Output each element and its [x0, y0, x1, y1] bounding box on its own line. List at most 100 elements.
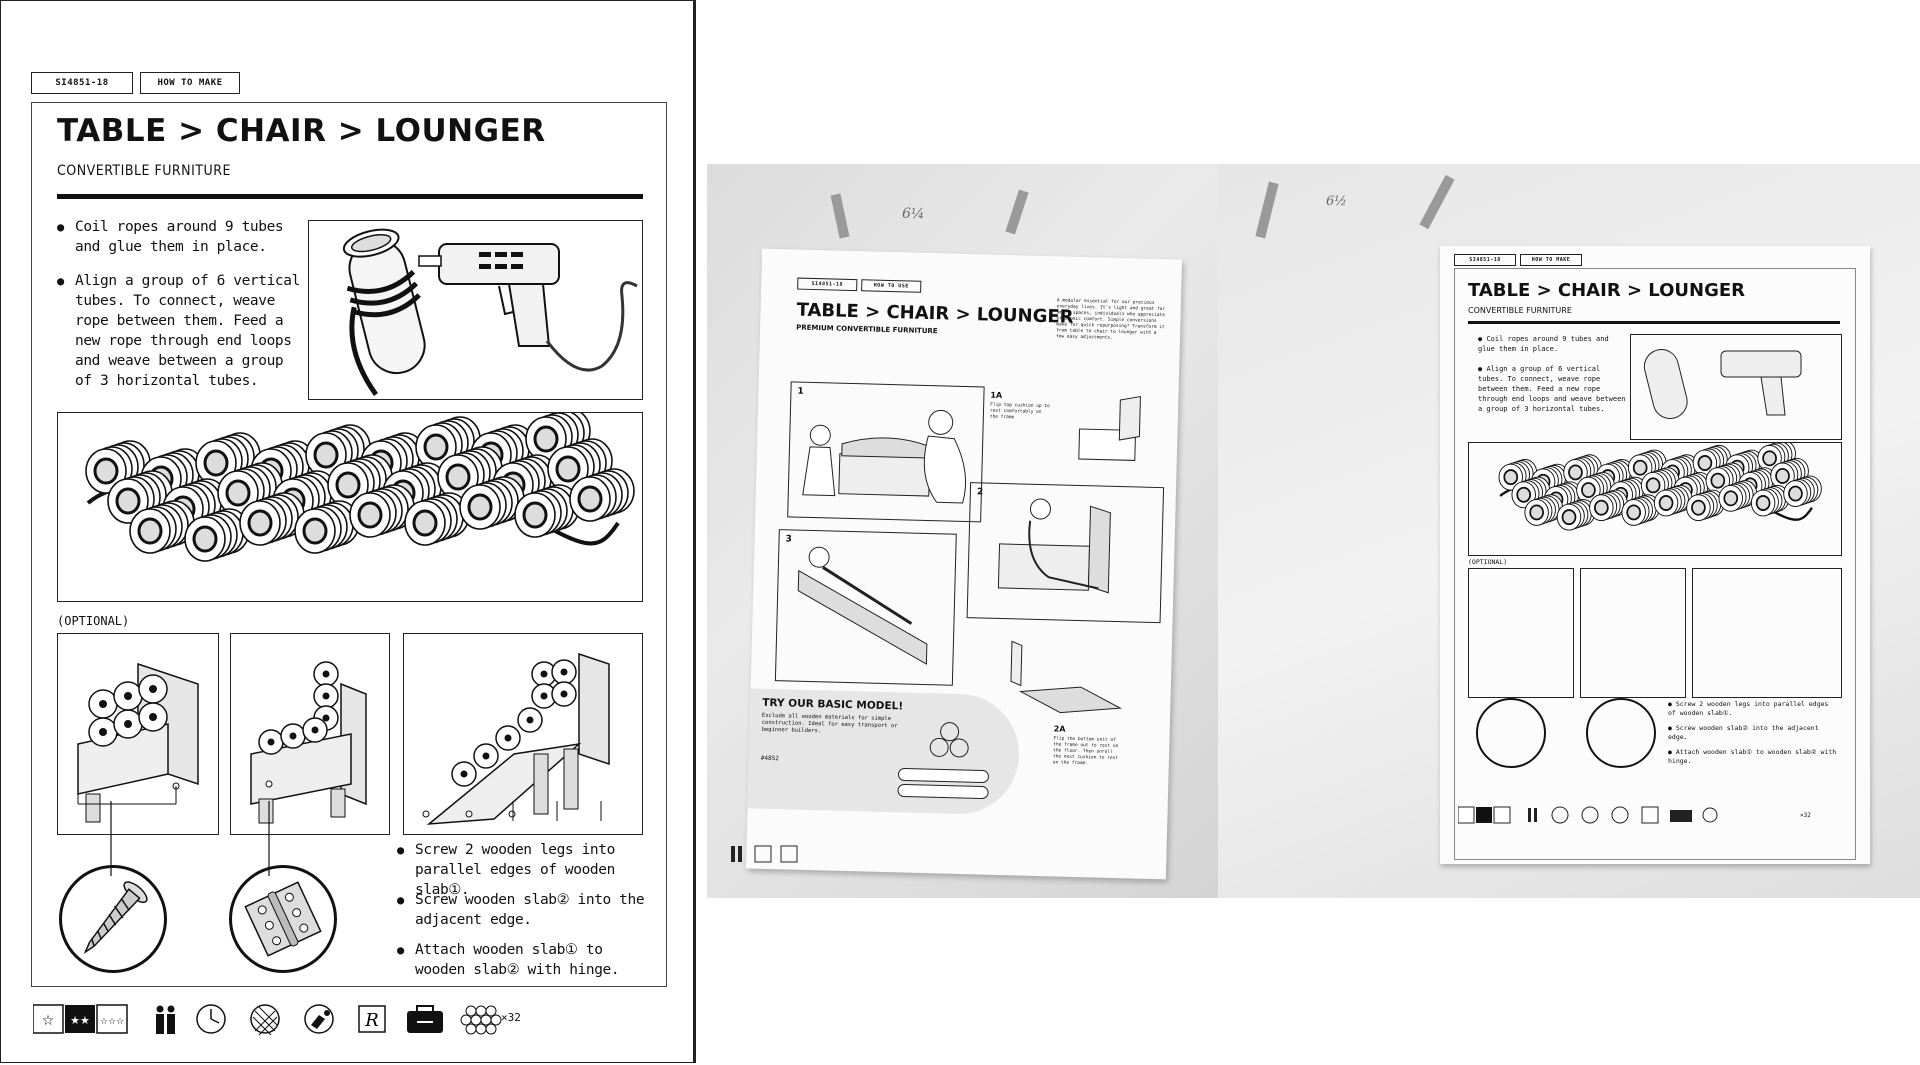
poster2-quantity-label: ×32: [1800, 812, 1811, 819]
promo-code: #4852: [760, 754, 779, 763]
step-2a: 2A Flip the bottom unit of the frame out…: [988, 631, 1152, 785]
connector-lines: [110, 801, 270, 876]
poster2-tubes-illustration: [1468, 440, 1842, 556]
poster2-hardware-step-1: ● Screw 2 wooden legs into parallel edge…: [1668, 700, 1829, 717]
instruction-sheet: SI4851-18 HOW TO MAKE TABLE > CHAIR > LO…: [0, 0, 696, 1063]
chair-drawing-2: [250, 661, 367, 824]
icon-strip: ☆ ★★ ☆☆☆ R: [33, 1001, 673, 1037]
poster2-chair-panel-2: [1580, 568, 1686, 698]
chair-panel-1: [57, 633, 219, 835]
poster-code-tag: SI4851-18: [797, 277, 858, 292]
instruction-1: Coil ropes around 9 tubes and glue them …: [57, 217, 305, 257]
poster2-chair-panel-3: [1692, 568, 1842, 698]
chair-panel-2: [230, 633, 390, 835]
poster2-hardware-step-2: ● Screw wooden slab② into the adjacent e…: [1668, 724, 1819, 741]
step-1-drawing: [802, 409, 967, 504]
photo-right: SI4851-18 HOW TO MAKE TABLE > CHAIR > LO…: [1218, 164, 1920, 898]
lounger-drawing: [422, 652, 610, 825]
promo-title: TRY OUR BASIC MODEL!: [762, 696, 904, 713]
poster2-chair-panel-1: [1468, 568, 1574, 698]
screw-icon: [83, 881, 148, 954]
handwritten-size-left: 6¼: [902, 206, 925, 222]
step-1a-text: Flip top cushion up to rest comfortably …: [989, 402, 1050, 421]
poster2-title: TABLE > CHAIR > LOUNGER: [1468, 280, 1746, 301]
poster-footer-icons: [731, 845, 798, 863]
svg-text:☆☆☆: ☆☆☆: [100, 1017, 124, 1027]
poster-how-to-make: SI4851-18 HOW TO MAKE TABLE > CHAIR > LO…: [1440, 246, 1870, 864]
tools-icon: [304, 1004, 334, 1034]
poster-how-to-use: SI4851-18 HOW TO USE TABLE > CHAIR > LOU…: [745, 248, 1183, 880]
step-1a: 1A Flip top cushion up to rest comfortab…: [989, 387, 1161, 471]
step-1a-number: 1A: [990, 390, 1003, 400]
three-stars-icon: [96, 1004, 128, 1034]
basic-model-drawing: [897, 722, 989, 800]
two-stars-icon: [65, 1005, 95, 1033]
r-mark-icon: R: [358, 1005, 386, 1033]
hinge-detail-circle: [229, 865, 337, 973]
texture-icon: [250, 1004, 280, 1036]
peg-right-2: [1419, 174, 1455, 230]
hardware-step-3: Attach wooden slab① to wooden slab② with…: [397, 940, 647, 980]
difficulty-rating: ☆ ★★ ☆☆☆: [33, 1004, 128, 1034]
star-icon: [33, 1004, 64, 1034]
hinge-icon: [244, 881, 322, 957]
step-1a-drawing: [1078, 395, 1141, 461]
connector-lines-right: [512, 801, 602, 821]
peg-left-2: [1005, 189, 1029, 235]
chair-drawing-1: [77, 662, 199, 823]
step-1-panel: 1: [787, 381, 985, 523]
poster2-rule: [1468, 321, 1840, 324]
two-people-icon: [156, 1005, 175, 1034]
peg-left-1: [830, 193, 850, 239]
step-3-panel: 3: [774, 529, 957, 686]
poster2-hinge-circle: [1586, 698, 1656, 768]
sheet-subtitle: CONVERTIBLE FURNITURE: [57, 163, 231, 179]
poster2-hardware-steps: ● Screw 2 wooden legs into parallel edge…: [1668, 700, 1838, 766]
step-2a-number: 2A: [1053, 724, 1066, 734]
title-rule: [57, 194, 643, 199]
step-2-panel: 2: [966, 482, 1165, 624]
svg-text:R: R: [364, 1010, 379, 1031]
poster2-glue-drawing: [1643, 349, 1802, 419]
poster-blurb: A modular essential for our precious eve…: [1055, 298, 1166, 341]
poster2-frame: [1454, 268, 1856, 860]
peg-right-1: [1255, 181, 1279, 239]
step-2a-text: Flip the bottom unit of the frame out to…: [1052, 736, 1119, 767]
clock-icon: [196, 1004, 226, 1034]
poster2-icon-strip: [1458, 806, 1718, 824]
poster-subtitle: PREMIUM CONVERTIBLE FURNITURE: [796, 323, 938, 336]
photo-left: SI4851-18 HOW TO USE TABLE > CHAIR > LOU…: [707, 164, 1218, 898]
promo-box: TRY OUR BASIC MODEL! Exclude all wooden …: [747, 688, 1021, 816]
svg-text:★★: ★★: [70, 1014, 90, 1027]
poster2-glue-illustration: [1630, 334, 1842, 440]
chair-panel-3: [403, 633, 643, 835]
poster-mode-tag: HOW TO USE: [861, 279, 922, 293]
instruction-2: Align a group of 6 vertical tubes. To co…: [57, 271, 307, 391]
poster2-instruction-2: ● Align a group of 6 vertical tubes. To …: [1478, 365, 1626, 413]
tube-glue-illustration: [308, 220, 643, 400]
quantity-label: ×32: [501, 1011, 521, 1024]
poster-title: TABLE > CHAIR > LOUNGER: [796, 299, 1074, 328]
poster2-subtitle: CONVERTIBLE FURNITURE: [1468, 306, 1572, 315]
hardware-step-2: Screw wooden slab② into the adjacent edg…: [397, 890, 647, 930]
poster2-code-tag: SI4851-18: [1454, 254, 1516, 266]
poster2-optional-label: (OPTIONAL): [1468, 558, 1508, 566]
tubes-bundle-icon: [460, 1005, 502, 1035]
poster2-screw-circle: [1476, 698, 1546, 768]
optional-label: (OPTIONAL): [57, 614, 130, 628]
step-3-drawing: [797, 546, 928, 665]
tube-bundle: [85, 408, 635, 562]
sheet-title: TABLE > CHAIR > LOUNGER: [57, 113, 546, 149]
sheet-frame: [31, 102, 667, 987]
screw-detail-circle: [59, 865, 167, 973]
tube-bundle: [1498, 440, 1822, 531]
toolbox-icon: [407, 1005, 443, 1033]
step-2a-drawing: [1010, 640, 1123, 714]
code-tag: SI4851-18: [31, 72, 133, 94]
woven-tubes-drawing: [85, 408, 635, 562]
tube-glue-drawing: [342, 228, 638, 396]
rating-icons: ☆ ★★ ☆☆☆ R: [33, 1004, 502, 1036]
tubes-illustration: [57, 408, 643, 602]
poster2-mode-tag: HOW TO MAKE: [1520, 254, 1582, 266]
svg-text:☆: ☆: [42, 1013, 55, 1029]
